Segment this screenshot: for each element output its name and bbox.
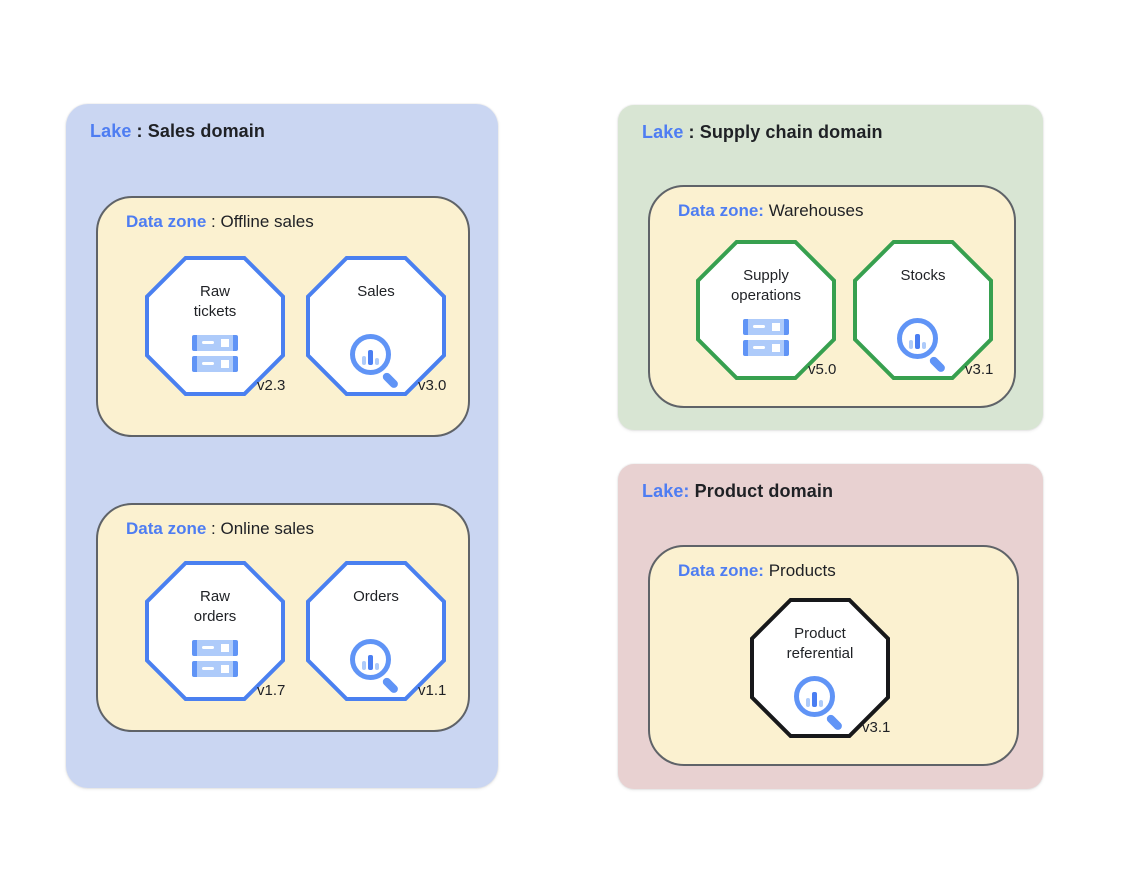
lake-domain-name: : Sales domain bbox=[131, 121, 265, 141]
octagon-shape bbox=[145, 256, 285, 396]
entity-raw-tickets: Raw tickets v2.3 bbox=[144, 255, 286, 397]
entity-name: Orders bbox=[353, 588, 399, 605]
zone-title: Data zone : Offline sales bbox=[126, 212, 314, 232]
entity-supply-operations: Supply operations v5.0 bbox=[695, 239, 837, 381]
octagon-shape bbox=[750, 598, 890, 738]
entity-orders: Orders v1.1 bbox=[305, 560, 447, 702]
search-analytics-icon bbox=[348, 333, 404, 390]
entity-name: Sales bbox=[357, 283, 395, 300]
zone-label: Data zone bbox=[126, 212, 207, 231]
entity-version: v3.0 bbox=[418, 377, 447, 394]
zone-name: Warehouses bbox=[763, 201, 864, 220]
entity-sales: Sales v3.0 bbox=[305, 255, 447, 397]
zone-name: Products bbox=[763, 561, 836, 580]
zone-name: : Online sales bbox=[206, 519, 315, 538]
search-analytics-icon bbox=[792, 675, 848, 732]
lake-supply-chain-domain: Lake : Supply chain domain Data zone: Wa… bbox=[618, 105, 1043, 430]
storage-server-icon bbox=[743, 319, 789, 356]
data-zone-warehouses: Data zone: Warehouses Supply operations … bbox=[648, 185, 1016, 408]
zone-title: Data zone: Warehouses bbox=[678, 201, 864, 221]
zone-label: Data zone: bbox=[678, 561, 764, 580]
entity-name: Stocks bbox=[900, 267, 946, 284]
entity-name: Raw tickets bbox=[193, 283, 237, 320]
data-zone-offline-sales: Data zone : Offline sales Raw tickets v2… bbox=[96, 196, 470, 437]
entity-version: v3.1 bbox=[862, 719, 891, 736]
lake-label: Lake bbox=[642, 122, 684, 142]
entity-raw-orders: Raw orders v1.7 bbox=[144, 560, 286, 702]
entity-name: Supply operations bbox=[730, 267, 802, 304]
lake-title: Lake : Supply chain domain bbox=[642, 122, 883, 143]
zone-label: Data zone: bbox=[678, 201, 764, 220]
octagon-shape bbox=[145, 561, 285, 701]
zone-label: Data zone bbox=[126, 519, 207, 538]
lake-title: Lake: Product domain bbox=[642, 481, 833, 502]
lake-title: Lake : Sales domain bbox=[90, 121, 265, 142]
octagon-shape bbox=[306, 561, 446, 701]
entity-stocks: Stocks v3.1 bbox=[852, 239, 994, 381]
search-analytics-icon bbox=[895, 317, 951, 374]
lake-domain-name: : Supply chain domain bbox=[683, 122, 883, 142]
zone-title: Data zone: Products bbox=[678, 561, 836, 581]
lake-label: Lake: bbox=[642, 481, 690, 501]
entity-version: v1.7 bbox=[257, 682, 286, 699]
lake-sales-domain: Lake : Sales domain Data zone : Offline … bbox=[66, 104, 498, 788]
entity-version: v2.3 bbox=[257, 377, 286, 394]
octagon-shape bbox=[696, 240, 836, 380]
entity-version: v3.1 bbox=[965, 361, 994, 378]
storage-server-icon bbox=[192, 335, 238, 372]
data-zone-products: Data zone: Products Product referential … bbox=[648, 545, 1019, 766]
lake-domain-name: Product domain bbox=[689, 481, 834, 501]
octagon-shape bbox=[853, 240, 993, 380]
entity-version: v1.1 bbox=[418, 682, 447, 699]
zone-name: : Offline sales bbox=[206, 212, 314, 231]
entity-name: Product referential bbox=[786, 625, 854, 662]
entity-product-referential: Product referential v3.1 bbox=[749, 597, 891, 739]
zone-title: Data zone : Online sales bbox=[126, 519, 314, 539]
data-zone-online-sales: Data zone : Online sales Raw orders v1.7 bbox=[96, 503, 470, 732]
octagon-shape bbox=[306, 256, 446, 396]
entity-version: v5.0 bbox=[808, 361, 837, 378]
search-analytics-icon bbox=[348, 638, 404, 695]
entity-name: Raw orders bbox=[193, 588, 237, 625]
lake-product-domain: Lake: Product domain Data zone: Products… bbox=[618, 464, 1043, 789]
lake-label: Lake bbox=[90, 121, 132, 141]
storage-server-icon bbox=[192, 640, 238, 677]
